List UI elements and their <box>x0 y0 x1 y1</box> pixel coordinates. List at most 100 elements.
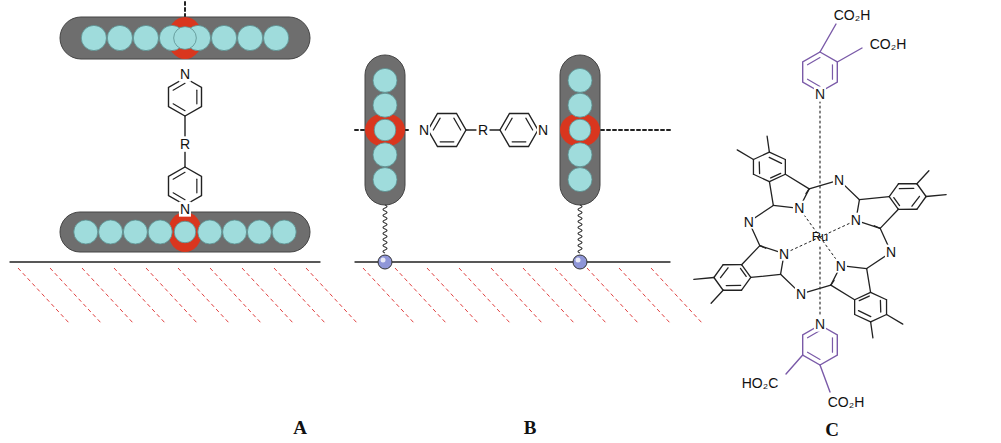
double-bond <box>808 352 820 359</box>
double-bond <box>832 338 833 352</box>
atom-label: CO₂H <box>833 8 872 23</box>
hatch-line <box>363 268 415 324</box>
bond-line <box>889 184 898 197</box>
atom-label: CO₂H <box>827 395 866 410</box>
atom-sphere <box>211 25 236 50</box>
atom-sphere <box>272 220 296 244</box>
bond-line <box>859 296 869 301</box>
bond-line <box>898 183 916 184</box>
bond-line <box>874 226 880 229</box>
bond-line <box>899 188 913 190</box>
atom-label: Ru <box>811 230 830 244</box>
atom-sphere <box>373 93 397 117</box>
bond-line <box>737 150 753 160</box>
bond-line <box>721 268 729 278</box>
atom-label: N <box>179 202 191 217</box>
tether-linker <box>383 205 387 253</box>
bond-line <box>767 136 769 152</box>
pyridine-ring <box>500 114 538 147</box>
bond-line <box>753 152 769 159</box>
bond-line <box>769 182 773 206</box>
atom-sphere <box>264 25 289 50</box>
atom-sphere <box>568 143 592 167</box>
bond-line <box>917 171 929 184</box>
carboxyl-bond <box>786 355 803 374</box>
carboxyl-bond <box>837 48 862 62</box>
atom-sphere <box>133 25 158 50</box>
double-bond <box>196 179 197 193</box>
hatch-line <box>555 268 607 324</box>
bond-line <box>753 159 754 174</box>
atom-label: N <box>850 213 862 228</box>
bond-line <box>753 174 769 181</box>
metal-centre <box>168 212 202 252</box>
hatch-line <box>459 268 511 324</box>
highlight <box>576 258 581 263</box>
coordination-bond <box>819 101 820 228</box>
atom-sphere <box>568 93 592 117</box>
panel-letter: A <box>292 418 308 438</box>
bond-line <box>740 268 746 276</box>
hatch-line <box>306 268 358 324</box>
hatch-line <box>587 268 639 324</box>
atom-label: R <box>179 137 191 152</box>
carboxyl-bond <box>820 365 830 392</box>
bond-line <box>769 174 785 181</box>
bond-line <box>785 174 809 189</box>
bond-line <box>880 300 882 312</box>
bond-line <box>769 157 781 163</box>
bond-line <box>867 269 871 293</box>
atom-sphere <box>373 143 397 167</box>
pyridine-ring <box>169 78 202 116</box>
atom-label: N <box>833 173 845 188</box>
hatch-line <box>114 268 166 324</box>
disc-body <box>60 212 310 252</box>
atom-sphere <box>569 119 591 141</box>
surface-line <box>355 261 670 262</box>
double-bond <box>173 172 185 179</box>
hatch-line <box>274 268 326 324</box>
hatch-line <box>50 268 102 324</box>
double-bond <box>526 118 533 130</box>
disc-body <box>365 55 405 205</box>
double-bond <box>808 79 820 86</box>
tether-linker <box>578 205 582 253</box>
atom-sphere <box>99 220 123 244</box>
bond-line <box>871 292 887 299</box>
hatch-line <box>178 268 230 324</box>
atom-label: N <box>537 123 549 138</box>
atom-sphere <box>223 220 247 244</box>
atom-label: N <box>778 246 790 261</box>
atom-label: CO₂H <box>869 37 908 52</box>
panel-letter: C <box>824 420 840 440</box>
double-bond <box>173 193 185 200</box>
atom-label: N <box>835 258 847 273</box>
axis-line <box>184 2 186 18</box>
double-bond <box>505 118 512 130</box>
bond-line <box>806 189 809 194</box>
atom-label: N <box>885 245 897 260</box>
atom-label: N <box>814 317 826 332</box>
bond-line <box>742 277 751 290</box>
disc-body <box>60 17 310 59</box>
bond-line <box>886 300 887 315</box>
atom-label: R <box>477 123 489 138</box>
bond-line <box>855 292 871 299</box>
atom-sphere <box>568 168 592 192</box>
atom-label: N <box>793 201 805 216</box>
bond-line <box>714 278 723 291</box>
highlight <box>381 258 386 263</box>
anchor-sphere <box>378 255 392 269</box>
anchor-sphere <box>573 255 587 269</box>
hatch-line <box>395 268 447 324</box>
double-bond <box>196 90 197 104</box>
double-bond <box>808 58 820 65</box>
bond-line <box>785 160 786 175</box>
bond-line <box>184 116 185 136</box>
bond-line <box>726 285 740 287</box>
double-bond <box>173 104 185 111</box>
atom-sphere <box>568 68 592 92</box>
bond-line <box>711 290 723 303</box>
bond-line <box>887 315 903 325</box>
axis-line <box>355 129 365 131</box>
